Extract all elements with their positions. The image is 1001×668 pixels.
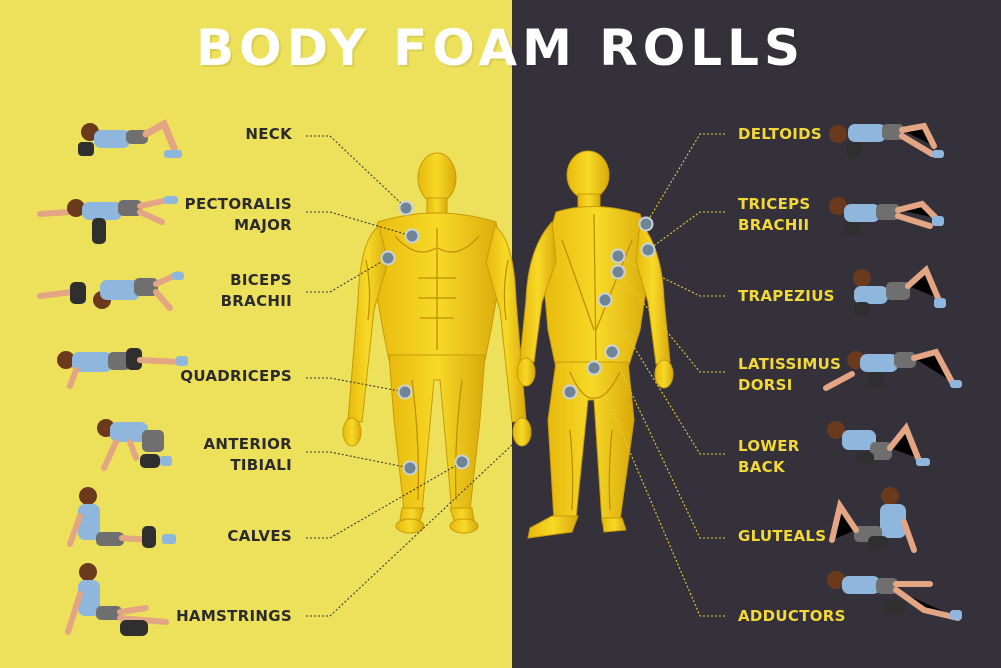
label-quadriceps: QUADRICEPS	[180, 366, 292, 387]
label-line: TRAPEZIUS	[738, 287, 835, 305]
person-foam-rolling-icon	[78, 119, 182, 158]
marker-neck	[398, 200, 414, 216]
person-foam-rolling-icon	[37, 196, 178, 244]
person-foam-rolling-icon	[823, 348, 962, 391]
label-latissimus-dorsi: LATISSIMUS DORSI	[738, 354, 841, 396]
label-line: DELTOIDS	[738, 125, 822, 143]
marker-deltoids	[638, 216, 654, 232]
label-neck: NECK	[245, 124, 292, 145]
label-line: HAMSTRINGS	[176, 607, 292, 625]
label-line: PECTORALIS	[184, 195, 292, 213]
label-anterior-tibiali: ANTERIOR TIBIALI	[204, 434, 292, 476]
label-line: LATISSIMUS	[738, 355, 842, 373]
label-line: MAJOR	[234, 216, 292, 234]
label-line: GLUTEALS	[738, 527, 827, 545]
person-foam-rolling-icon	[97, 419, 172, 471]
person-foam-rolling-icon	[57, 348, 188, 389]
label-line: QUADRICEPS	[180, 367, 292, 385]
label-calves: CALVES	[227, 526, 292, 547]
label-line: BRACHII	[738, 216, 810, 234]
label-line: TIBIALI	[230, 456, 292, 474]
label-adductors: ADDUCTORS	[738, 606, 846, 627]
person-foam-rolling-icon	[853, 264, 946, 316]
label-line: NECK	[245, 125, 292, 143]
human-front-anatomy-icon	[342, 152, 532, 534]
label-line: BACK	[738, 458, 785, 476]
person-foam-rolling-icon	[827, 571, 962, 621]
marker-calves	[454, 454, 470, 470]
marker-latissimus	[610, 264, 626, 280]
person-foam-rolling-icon	[67, 487, 176, 548]
label-lower-back: LOWER BACK	[738, 436, 800, 478]
marker-triceps	[640, 242, 656, 258]
marker-pectoralis	[404, 228, 420, 244]
page-title: BODY FOAM ROLLS	[195, 19, 805, 77]
person-foam-rolling-icon	[37, 271, 184, 311]
foam-roll-exercise-figures	[37, 119, 962, 636]
label-line: BICEPS	[230, 271, 292, 289]
marker-anterior	[402, 460, 418, 476]
marker-biceps	[380, 250, 396, 266]
muscle-marker-dots	[380, 200, 656, 476]
label-biceps-brachii: BICEPS BRACHII	[221, 270, 292, 312]
label-triceps-brachii: TRICEPS BRACHII	[738, 194, 811, 236]
label-line: LOWER	[738, 437, 800, 455]
label-line: TRICEPS	[738, 195, 811, 213]
person-foam-rolling-icon	[829, 487, 917, 553]
label-line: CALVES	[227, 527, 292, 545]
label-deltoids: DELTOIDS	[738, 124, 822, 145]
marker-gluteals	[604, 344, 620, 360]
label-line: DORSI	[738, 376, 793, 394]
person-foam-rolling-icon	[829, 197, 944, 236]
label-hamstrings: HAMSTRINGS	[176, 606, 292, 627]
marker-hamstrings	[562, 384, 578, 400]
person-foam-rolling-icon	[65, 563, 169, 636]
person-foam-rolling-icon	[827, 421, 930, 466]
leader-lines-left	[306, 135, 513, 617]
marker-adductors	[586, 360, 602, 376]
marker-trapezius	[610, 248, 626, 264]
marker-quadriceps	[397, 384, 413, 400]
marker-lowerback	[597, 292, 613, 308]
person-foam-rolling-icon	[829, 122, 944, 158]
human-back-anatomy-icon	[516, 150, 674, 539]
label-pectoralis-major: PECTORALIS MAJOR	[185, 194, 292, 236]
label-line: ADDUCTORS	[738, 607, 846, 625]
label-gluteals: GLUTEALS	[738, 526, 826, 547]
label-line: BRACHII	[220, 292, 292, 310]
label-trapezius: TRAPEZIUS	[738, 286, 835, 307]
label-line: ANTERIOR	[203, 435, 292, 453]
